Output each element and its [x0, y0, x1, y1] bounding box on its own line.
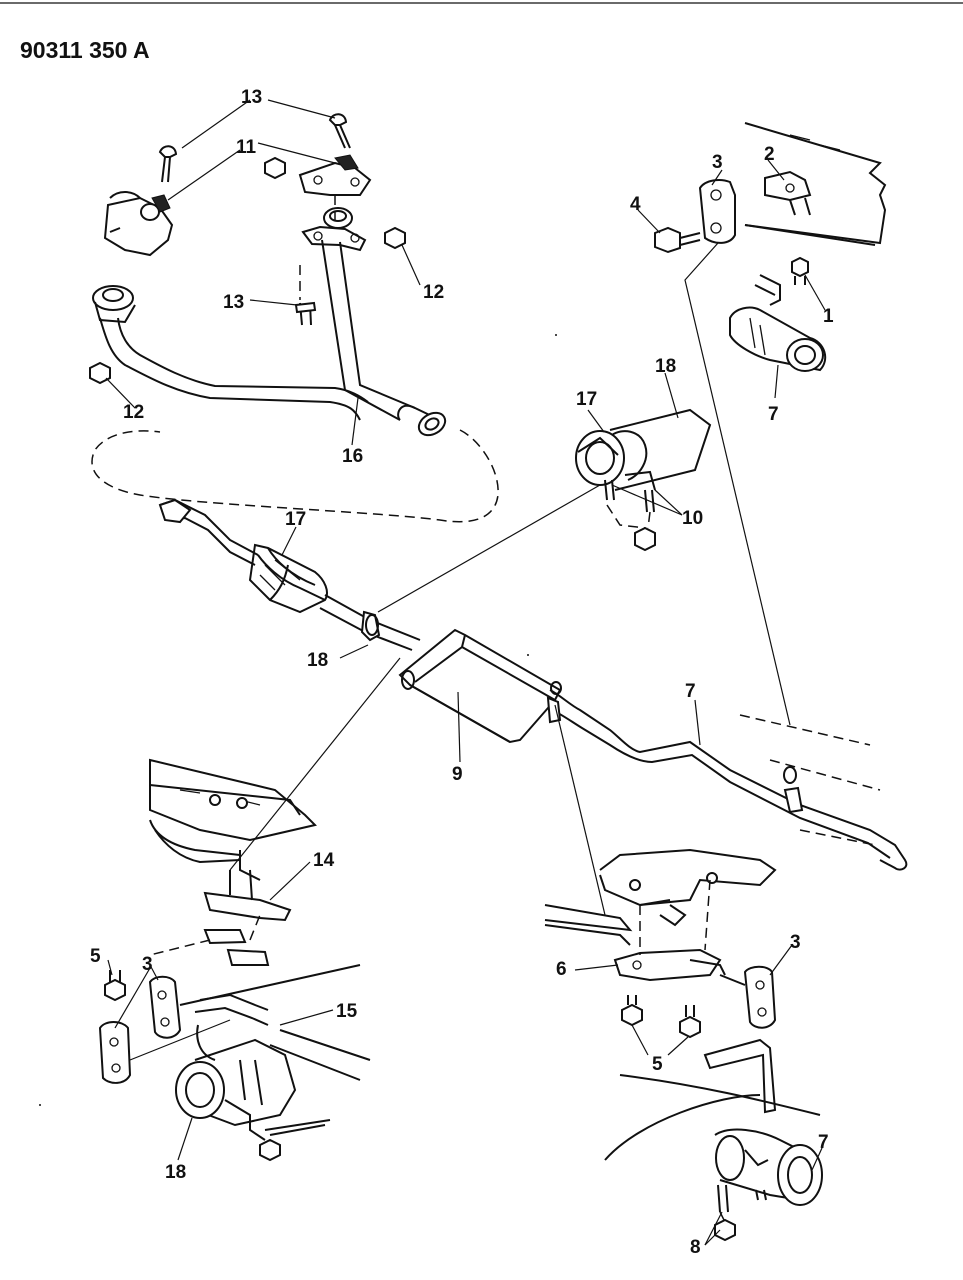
callout-leaders: [105, 99, 826, 1246]
callout-5: 5: [652, 1054, 663, 1075]
callout-6: 6: [556, 959, 567, 980]
callout-17: 17: [285, 509, 306, 530]
callout-12: 12: [123, 402, 144, 423]
callout-13: 13: [223, 292, 244, 313]
callout-7: 7: [818, 1132, 829, 1153]
callout-10: 10: [682, 508, 703, 529]
callout-14: 14: [313, 850, 335, 871]
callout-7: 7: [768, 404, 779, 425]
converter-detail: [377, 408, 712, 613]
bottom-left-hanger-detail: [98, 657, 401, 1162]
top-right-hanger-detail: [654, 122, 887, 726]
main-exhaust-line: [158, 498, 908, 871]
callout-11: 11: [236, 137, 257, 158]
bottom-right-hanger-detail: [544, 704, 823, 1242]
callout-15: 15: [336, 1001, 358, 1022]
callout-18: 18: [307, 650, 328, 671]
callout-12: 12: [423, 282, 444, 303]
dashed-outline-16: [91, 429, 499, 523]
callout-3: 3: [142, 954, 153, 975]
callout-8: 8: [690, 1237, 701, 1258]
figure-id: 90311 350 A: [20, 37, 150, 63]
callout-4: 4: [630, 194, 641, 215]
callout-2: 2: [764, 144, 775, 165]
callout-1: 1: [823, 306, 834, 327]
callout-5: 5: [90, 946, 101, 967]
callout-18: 18: [165, 1162, 186, 1183]
callout-9: 9: [452, 764, 463, 785]
callout-3: 3: [790, 932, 801, 953]
callout-labels: 13 11 13 12 12 16 2 3 4 1 7 18 17 10 17 …: [90, 87, 834, 1258]
callout-13: 13: [241, 87, 262, 108]
callout-7: 7: [685, 681, 696, 702]
y-pipe-assembly: [89, 113, 447, 437]
callout-16: 16: [342, 446, 363, 467]
callout-18: 18: [655, 356, 676, 377]
callout-3: 3: [712, 152, 723, 173]
callout-17: 17: [576, 389, 597, 410]
